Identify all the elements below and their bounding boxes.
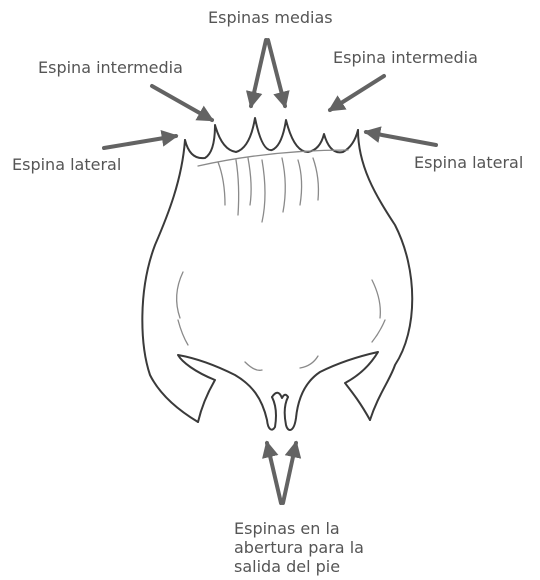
lorica-outline xyxy=(142,118,412,430)
arrow-espina-intermedia-right xyxy=(330,76,384,110)
label-espina-lateral-right: Espina lateral xyxy=(414,153,523,172)
internal-details xyxy=(177,150,385,370)
arrow-espina-media-left xyxy=(251,40,266,106)
label-espina-intermedia-right: Espina intermedia xyxy=(333,48,478,67)
arrow-espina-media-right xyxy=(268,40,285,106)
label-espina-lateral-left: Espina lateral xyxy=(12,155,121,174)
pointer-arrows xyxy=(104,40,436,503)
label-foot-spines-line-2: abertura para la xyxy=(234,538,394,557)
arrow-foot-spine-right xyxy=(283,443,296,503)
body-right-side xyxy=(358,130,412,420)
label-espinas-medias: Espinas medias xyxy=(208,8,333,27)
label-foot-spines: Espinas en la abertura para la salida de… xyxy=(234,519,394,576)
body-left-side xyxy=(142,140,198,422)
arrow-espina-lateral-left xyxy=(104,136,176,148)
label-foot-spines-line-3: salida del pie xyxy=(234,557,394,576)
arrow-espina-intermedia-left xyxy=(152,86,212,120)
label-espina-intermedia-left: Espina intermedia xyxy=(38,58,183,77)
bottom-right-lobe xyxy=(285,352,378,430)
arrow-foot-spine-left xyxy=(267,443,281,503)
spine-crown xyxy=(185,118,358,158)
label-foot-spines-line-1: Espinas en la xyxy=(234,519,394,538)
arrow-espina-lateral-right xyxy=(366,132,436,145)
